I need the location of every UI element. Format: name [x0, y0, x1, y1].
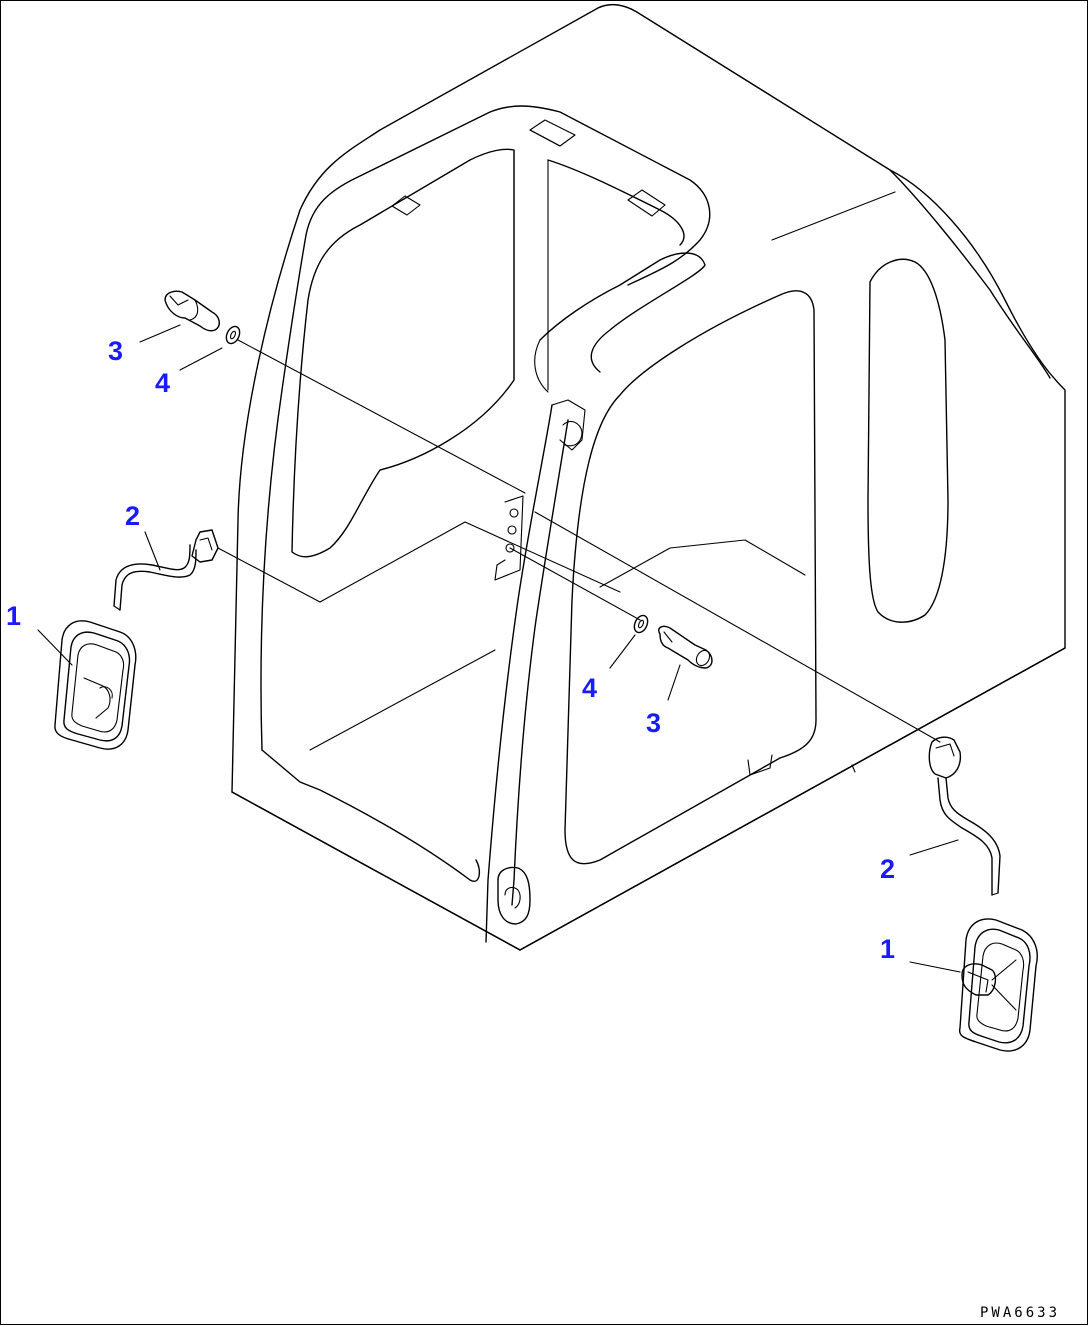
- washer-left: [225, 325, 241, 345]
- mirror-stay-left: [113, 529, 219, 611]
- callout-1-left: 1: [6, 601, 21, 631]
- callout-3-right: 3: [646, 708, 661, 738]
- callout-labels: 3 4 2 1 4 3 2 1: [6, 336, 895, 964]
- bolt-left: [164, 290, 220, 332]
- cab-outline: [231, 3, 1066, 951]
- callout-2-left: 2: [125, 501, 140, 531]
- mirror-stay-right: [928, 736, 1001, 896]
- drawing-code: PWA6633: [980, 1305, 1060, 1321]
- mirror-left: [54, 620, 137, 750]
- callout-4-left: 4: [155, 368, 170, 398]
- washer-right: [633, 614, 649, 634]
- leader-lines: [37, 324, 961, 973]
- callout-2-right: 2: [880, 854, 895, 884]
- callout-4-right: 4: [582, 673, 597, 703]
- mirror-right: [958, 918, 1038, 1052]
- bolt-right: [658, 625, 713, 669]
- callout-1-right: 1: [880, 934, 895, 964]
- callout-3-left: 3: [108, 336, 123, 366]
